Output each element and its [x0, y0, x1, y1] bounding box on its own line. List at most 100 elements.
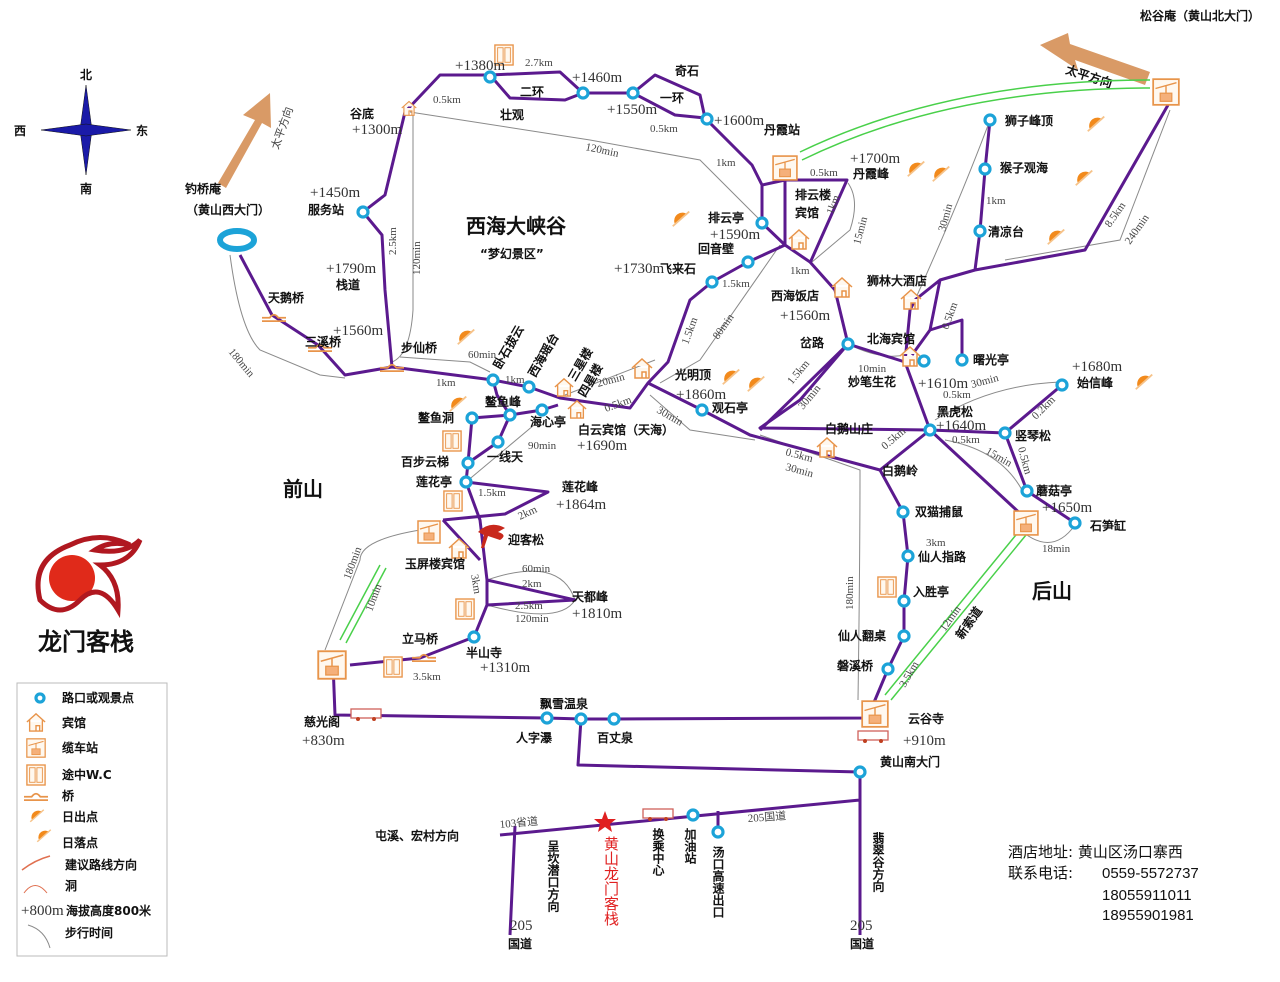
time-label: 80min: [711, 311, 737, 341]
node-chalu[interactable]: [841, 337, 855, 351]
dist-label: 0.5km: [650, 123, 678, 135]
phone-2[interactable]: 18055911011: [1102, 887, 1192, 904]
node-yixiantian[interactable]: [491, 435, 505, 449]
compass-rose: 北 东 南 西: [14, 67, 148, 196]
compass-west: 西: [14, 124, 26, 138]
label-yixiantian: 一线天: [487, 449, 524, 464]
elev-lianhuafeng: +1864m: [556, 497, 606, 513]
elev-feilai: +1730m: [614, 261, 664, 277]
node-1380[interactable]: [483, 70, 497, 84]
node-renzipu[interactable]: [540, 711, 554, 725]
node-shisungang[interactable]: [1068, 516, 1082, 530]
label-miaobi: 妙笔生花: [848, 374, 896, 389]
node-baibu[interactable]: [461, 456, 475, 470]
node-xianrenzhilu[interactable]: [901, 549, 915, 563]
label-qingliangtai: 清凉台: [988, 224, 1024, 239]
phone-3[interactable]: 18955901981: [1102, 907, 1194, 924]
elev-tiandu: +1810m: [572, 606, 622, 622]
wc-icon: [442, 430, 462, 452]
label-tangkou-exit: 汤口高速出口: [711, 846, 725, 919]
node-houziguanhai[interactable]: [978, 162, 992, 176]
legend-sunset: 日落点: [62, 835, 98, 850]
node-heihusong[interactable]: [923, 423, 937, 437]
dist-label: 3.5km: [897, 659, 922, 689]
elev-danxia: +1700m: [850, 151, 900, 167]
node-fuwuzhan[interactable]: [356, 205, 370, 219]
node-qingliangtai[interactable]: [973, 224, 987, 238]
node-1460[interactable]: [576, 86, 590, 100]
node-haixinting[interactable]: [535, 403, 549, 417]
node-shuangmao[interactable]: [896, 505, 910, 519]
sunrise-icon: [1134, 373, 1154, 391]
node-baizhangquan[interactable]: [574, 712, 588, 726]
node-1600[interactable]: [700, 112, 714, 126]
label-heihusong: 黑虎松: [937, 404, 973, 419]
node-lianhuating[interactable]: [459, 475, 473, 489]
node-tangkou[interactable]: [711, 825, 725, 839]
label-yihuan: 一环: [660, 91, 684, 105]
node-south-gate[interactable]: [853, 765, 867, 779]
label-shizifeng: 狮子峰顶: [1004, 113, 1053, 128]
hotel-location-label[interactable]: 黄山龙门客栈: [602, 836, 620, 926]
node-shuguangting[interactable]: [955, 353, 969, 367]
node-panxiqiao[interactable]: [881, 662, 895, 676]
time-label: 60min: [468, 349, 497, 361]
node-yaotai[interactable]: [522, 380, 536, 394]
node-fanzhuo[interactable]: [897, 629, 911, 643]
node-moguting[interactable]: [1020, 484, 1034, 498]
node-banshansi[interactable]: [467, 630, 481, 644]
node-shixinfeng[interactable]: [1055, 378, 1069, 392]
node-guanshiting[interactable]: [695, 403, 709, 417]
node-feilaishi[interactable]: [705, 275, 719, 289]
node-huiyinbi[interactable]: [741, 255, 755, 269]
legend-cable-icon: [26, 738, 46, 758]
time-label: 90min: [528, 440, 557, 452]
phone-1[interactable]: 0559-5572737: [1102, 865, 1199, 882]
elev-fuwu: +1450m: [310, 185, 360, 201]
elev-banshan: +1310m: [480, 660, 530, 676]
label-ciguang: 慈光阁: [304, 714, 340, 729]
dist-label: 1.5km: [478, 487, 506, 499]
elev-ciguang: +830m: [302, 733, 345, 749]
ciguang-cable-station-icon: [317, 650, 347, 680]
elev-zhandao: +1790m: [326, 261, 376, 277]
sunset-icon: [931, 165, 951, 183]
elev-shixin: +1680m: [1072, 359, 1122, 375]
node-shizifeng[interactable]: [983, 113, 997, 127]
node-woshi[interactable]: [486, 373, 500, 387]
sunset-icon: [448, 395, 468, 413]
label-guangming: 光明顶: [674, 367, 711, 382]
legend-node-icon: [34, 692, 46, 704]
label-shuangmao: 双猫捕鼠: [915, 504, 963, 519]
time-label: 30min: [970, 372, 1001, 391]
dist-label: 1km: [436, 377, 456, 389]
label-shuguangting: 曙光亭: [973, 352, 1009, 367]
label-chengkan-direction: 呈坎潜口方向: [546, 839, 560, 913]
junction-nodes[interactable]: [356, 70, 1082, 839]
dist-label: 2.5km: [387, 227, 399, 255]
node-aoyufeng[interactable]: [503, 408, 517, 422]
node-paiyunting[interactable]: [755, 216, 769, 230]
legend-sunrise: 日出点: [62, 809, 98, 824]
node-rushengting[interactable]: [897, 594, 911, 608]
sunrise-icon: [906, 160, 926, 178]
label-lianhuating: 莲花亭: [416, 474, 452, 489]
elev-1460: +1460m: [572, 70, 622, 86]
label-yingkesong: 迎客松: [508, 532, 544, 547]
elev-1610: +1610m: [918, 376, 968, 392]
node-aoyudong[interactable]: [465, 411, 479, 425]
label-xihai: 西海饭店: [771, 288, 819, 303]
elev-1600: +1600m: [714, 113, 764, 129]
yungu-cable-station-icon: [861, 700, 889, 728]
hotel-star-icon: [594, 811, 616, 832]
label-qishi: 奇石: [675, 63, 699, 78]
node-1550[interactable]: [626, 86, 640, 100]
node-beihai[interactable]: [917, 354, 931, 368]
node-jiayouzhan[interactable]: [686, 808, 700, 822]
label-sanxiqiao: 三溪桥: [305, 334, 342, 349]
dist-label: 0.5km: [943, 389, 971, 401]
label-xianrenzhilu: 仙人指路: [918, 549, 967, 564]
legend-walk-icon: [27, 924, 51, 949]
node-piaoxue[interactable]: [607, 712, 621, 726]
node-shuqinsong[interactable]: [998, 426, 1012, 440]
